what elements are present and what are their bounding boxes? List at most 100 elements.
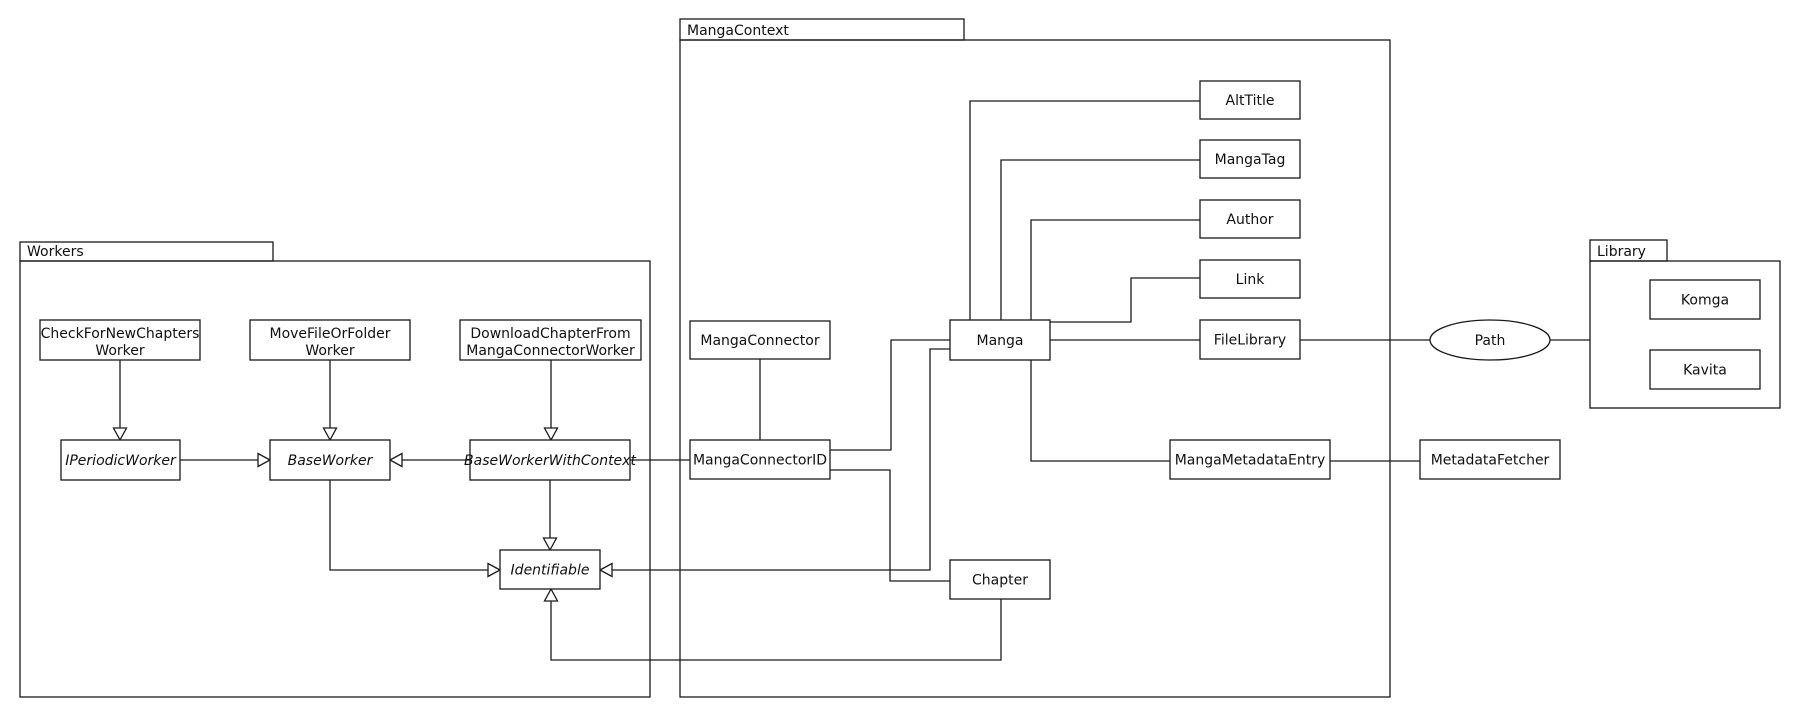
node-shape-mangaconnectorid [689, 439, 831, 480]
edge-downloadworker-to-baseworkerwithcontext [543, 360, 559, 442]
node-author: Author [1199, 199, 1301, 239]
edge-manga-to-link [1050, 277, 1200, 323]
node-shape-mangaconnector [689, 320, 831, 360]
node-baseworker: BaseWorker [269, 439, 391, 481]
package-body-workers [19, 260, 651, 698]
package-label-mangacontext: MangaContext [687, 23, 789, 39]
node-iperiodicworker: IPeriodicWorker [60, 439, 181, 481]
node-kavita: Kavita [1649, 349, 1761, 390]
node-shape-komga [1649, 279, 1761, 320]
node-identifiable: Identifiable [499, 549, 601, 590]
node-shape-path [1429, 319, 1551, 361]
node-shape-filelibrary [1199, 319, 1301, 360]
node-label-downloadchapterfrommangaconnectorworker-line1: MangaConnectorWorker [466, 343, 635, 359]
inheritance-triangle-baseworkerwithcontext-to-identifiable [542, 537, 558, 552]
node-shape-mangametadataentry [1169, 439, 1331, 480]
inheritance-triangle-downloadworker-to-baseworkerwithcontext [543, 427, 559, 442]
package-library: Library [1589, 239, 1781, 409]
node-shape-metadatafetcher [1419, 439, 1561, 480]
package-workers: Workers [19, 241, 651, 698]
node-mangaconnector: MangaConnector [689, 320, 831, 360]
node-shape-manga [949, 319, 1051, 361]
edge-line-mangaconnectorid-to-manga [830, 339, 950, 451]
inheritance-triangle-baseworkerwithcontext-to-baseworker [388, 452, 403, 468]
node-shape-identifiable [499, 549, 601, 590]
node-label-movefileorfolderworker-line0: MoveFileOrFolder [269, 326, 390, 342]
node-label-komga: Komga [1681, 293, 1729, 309]
edge-baseworker-to-identifiable [329, 480, 502, 578]
edge-line-manga-to-link [1050, 277, 1200, 323]
node-shape-alttitle [1199, 80, 1301, 120]
edge-line-chapter-to-identifiable [550, 599, 1002, 661]
node-label-filelibrary: FileLibrary [1214, 333, 1286, 349]
node-label-downloadchapterfrommangaconnectorworker-line0: DownloadChapterFrom [470, 326, 630, 342]
node-link: Link [1199, 259, 1301, 299]
edge-line-baseworker-to-identifiable [329, 480, 488, 571]
node-label-alttitle: AltTitle [1226, 93, 1275, 109]
edge-mangaconnectorid-to-chapter [830, 469, 950, 582]
node-label-author: Author [1226, 212, 1273, 228]
edge-manga-to-author [1030, 219, 1200, 320]
edge-iperiodicworker-to-baseworker [180, 452, 272, 468]
node-label-baseworkerwithcontext: BaseWorkerWithContext [464, 453, 636, 469]
edge-line-mangaconnectorid-to-chapter [830, 469, 950, 582]
edge-manga-to-mangatag [1000, 159, 1200, 320]
node-label-mangatag: MangaTag [1215, 152, 1286, 168]
node-label-metadatafetcher: MetadataFetcher [1431, 453, 1550, 469]
node-shape-author [1199, 199, 1301, 239]
edge-baseworkerwithcontext-to-baseworker [388, 452, 470, 468]
node-label-checkfornewchaptersworker-line0: CheckForNewChapters [41, 326, 200, 342]
node-label-movefileorfolderworker-line1: Worker [305, 343, 355, 359]
inheritance-triangle-checkfornewchaptersworker-to-iperiodicworker [112, 427, 128, 442]
node-label-baseworker: BaseWorker [288, 453, 374, 469]
node-shape-link [1199, 259, 1301, 299]
inheritance-triangle-movefileorfolderworker-to-baseworker [322, 427, 338, 442]
node-label-mangaconnector: MangaConnector [700, 333, 819, 349]
node-filelibrary: FileLibrary [1199, 319, 1301, 360]
edge-manga-to-identifiable [598, 348, 950, 578]
node-baseworkerwithcontext: BaseWorkerWithContext [464, 439, 636, 481]
edge-line-manga-to-mangatag [1000, 159, 1200, 320]
package-mangacontext: MangaContext [679, 18, 1391, 698]
node-label-path: Path [1475, 333, 1506, 349]
node-label-manga: Manga [977, 333, 1024, 349]
node-mangametadataentry: MangaMetadataEntry [1169, 439, 1331, 480]
node-shape-chapter [949, 559, 1051, 600]
edge-line-manga-to-identifiable [612, 348, 950, 571]
inheritance-triangle-baseworker-to-identifiable [487, 562, 502, 578]
node-shape-checkfornewchaptersworker [39, 319, 201, 361]
node-label-link: Link [1236, 272, 1266, 288]
node-label-iperiodicworker: IPeriodicWorker [65, 453, 177, 469]
node-metadatafetcher: MetadataFetcher [1419, 439, 1561, 480]
node-shape-baseworker [269, 439, 391, 481]
node-shape-movefileorfolderworker [249, 319, 411, 361]
inheritance-triangle-chapter-to-identifiable [543, 587, 559, 602]
edge-checkfornewchaptersworker-to-iperiodicworker [112, 360, 128, 442]
edge-line-manga-to-author [1030, 219, 1200, 320]
node-mangaconnectorid: MangaConnectorID [689, 439, 831, 480]
inheritance-triangle-manga-to-identifiable [598, 562, 613, 578]
inheritance-triangle-iperiodicworker-to-baseworker [257, 452, 272, 468]
node-label-mangametadataentry: MangaMetadataEntry [1175, 453, 1326, 469]
edge-line-manga-to-mangametadataentry [1030, 360, 1170, 462]
node-shape-baseworkerwithcontext [469, 439, 631, 481]
edge-mangaconnectorid-to-manga [830, 339, 950, 451]
node-komga: Komga [1649, 279, 1761, 320]
node-path: Path [1429, 319, 1551, 361]
node-manga: Manga [949, 319, 1051, 361]
edge-movefileorfolderworker-to-baseworker [322, 360, 338, 442]
node-label-mangaconnectorid: MangaConnectorID [693, 453, 827, 469]
package-label-workers: Workers [27, 244, 84, 260]
node-chapter: Chapter [949, 559, 1051, 600]
node-shape-kavita [1649, 349, 1761, 390]
node-label-checkfornewchaptersworker-line1: Worker [95, 343, 145, 359]
package-body-mangacontext [679, 39, 1391, 698]
node-label-identifiable: Identifiable [511, 563, 590, 579]
edge-line-manga-to-alttitle [969, 100, 1200, 320]
node-shape-mangatag [1199, 139, 1301, 179]
edge-manga-to-mangametadataentry [1030, 360, 1170, 462]
